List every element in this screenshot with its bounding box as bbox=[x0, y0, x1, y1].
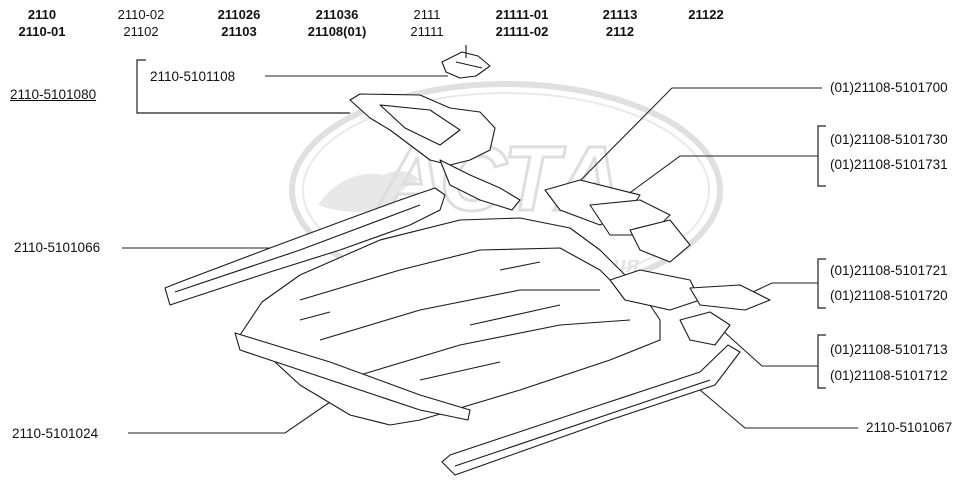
model-col-1: 2110 2110-01 bbox=[2, 6, 82, 40]
model-code: 21122 bbox=[688, 7, 724, 22]
assembly-bracket bbox=[136, 59, 350, 114]
part-label-right-5[interactable]: (01)21108-5101720 bbox=[830, 288, 948, 303]
model-code: 211036 bbox=[315, 7, 359, 22]
model-code: 21108(01) bbox=[307, 24, 367, 39]
part-label-right-2[interactable]: (01)21108-5101730 bbox=[830, 132, 948, 147]
leader-lines bbox=[122, 75, 858, 434]
model-code: 21111-02 bbox=[495, 24, 549, 39]
model-code: 211026 bbox=[217, 7, 261, 22]
sill-part bbox=[441, 344, 741, 476]
model-code: 21103 bbox=[221, 24, 257, 39]
part-label-right-6[interactable]: (01)21108-5101713 bbox=[830, 342, 948, 357]
wolf-logo-icon bbox=[318, 170, 420, 213]
model-col-7: 21113 2112 bbox=[580, 6, 660, 40]
part-label-right-7[interactable]: (01)21108-5101712 bbox=[830, 368, 948, 383]
part-label-bracket[interactable]: 2110-5101108 bbox=[150, 69, 236, 84]
model-code: 2110 bbox=[27, 7, 57, 22]
part-label-right-1[interactable]: (01)21108-5101700 bbox=[830, 80, 948, 95]
model-code: 2110-02 bbox=[117, 7, 165, 22]
model-col-2: 2110-02 21102 bbox=[101, 6, 181, 40]
right-brackets bbox=[817, 125, 826, 389]
model-code: 2112 bbox=[605, 24, 635, 39]
model-col-6: 21111-01 21111-02 bbox=[482, 6, 562, 40]
model-code: 2110-01 bbox=[18, 24, 66, 39]
part-label-right-3[interactable]: (01)21108-5101731 bbox=[830, 157, 948, 172]
model-code: 2111 bbox=[413, 7, 441, 22]
part-label-floor-panel[interactable]: 2110-5101024 bbox=[12, 426, 99, 441]
model-col-5: 2111 21111 bbox=[387, 6, 467, 40]
part-label-right-4[interactable]: (01)21108-5101721 bbox=[830, 263, 948, 278]
model-code: 21102 bbox=[123, 24, 159, 39]
model-col-3: 211026 21103 bbox=[199, 6, 279, 40]
floor-parts-drawing bbox=[164, 45, 771, 476]
part-label-sill[interactable]: 2110-5101067 bbox=[866, 420, 953, 435]
assembly-number[interactable]: 2110-5101080 bbox=[10, 87, 97, 102]
rear-cross-member bbox=[349, 93, 496, 166]
bracket-part bbox=[441, 51, 491, 79]
model-code: 21113 bbox=[602, 7, 638, 22]
left-side-member bbox=[164, 187, 446, 306]
part-label-side-member[interactable]: 2110-5101066 bbox=[14, 240, 101, 255]
model-code: 21111-01 bbox=[495, 7, 549, 22]
model-col-8: 21122 bbox=[666, 6, 746, 23]
model-code: 21111 bbox=[410, 24, 444, 39]
model-col-4: 211036 21108(01) bbox=[297, 6, 377, 40]
